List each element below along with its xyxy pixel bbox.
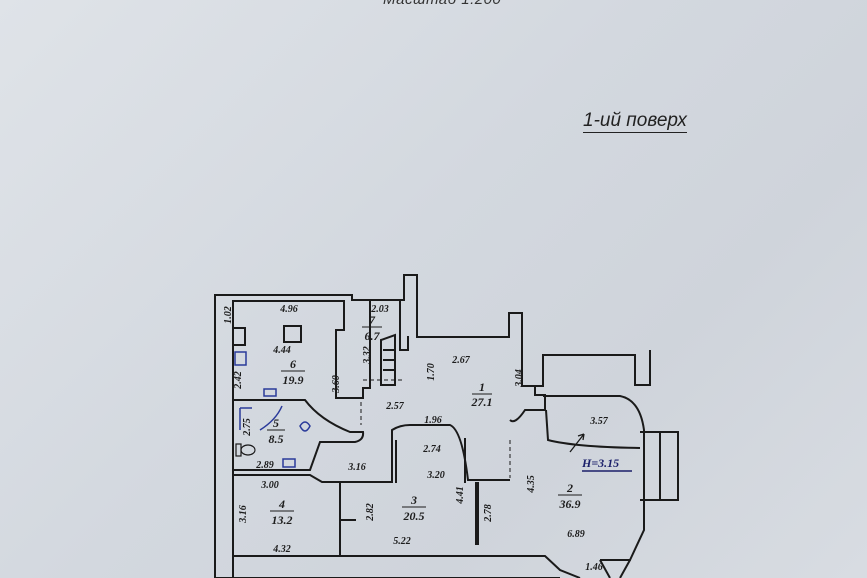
svg-text:7: 7: [369, 313, 376, 327]
svg-text:8.5: 8.5: [269, 432, 284, 446]
door-arrow-icon: [569, 433, 585, 453]
svg-text:19.9: 19.9: [283, 373, 304, 387]
walls: [214, 274, 679, 578]
room-2: 236.9: [558, 481, 582, 511]
svg-text:4.96: 4.96: [279, 304, 298, 315]
svg-text:4.41: 4.41: [455, 486, 466, 505]
svg-text:1: 1: [479, 380, 485, 394]
svg-text:3.60: 3.60: [331, 375, 342, 394]
svg-text:3.20: 3.20: [426, 470, 445, 481]
svg-text:2.42: 2.42: [233, 371, 244, 390]
dashed-openings: [360, 379, 511, 478]
svg-text:3.00: 3.00: [260, 480, 279, 491]
room-1: 127.1: [471, 380, 493, 409]
room-4: 413.2: [270, 497, 294, 527]
svg-text:1.02: 1.02: [223, 306, 234, 324]
svg-text:1.96: 1.96: [424, 415, 442, 426]
bath-icon: [239, 405, 283, 431]
svg-text:2.82: 2.82: [365, 503, 376, 522]
room-6: 619.9: [281, 357, 305, 387]
svg-text:3.32: 3.32: [362, 346, 373, 365]
svg-text:2.78: 2.78: [483, 504, 494, 523]
svg-text:3.16: 3.16: [238, 505, 249, 524]
room-5: 58.5: [267, 416, 285, 446]
ceiling-height: H=3.15: [581, 456, 619, 470]
dimension-labels: 1.02 4.96 2.03 4.44 3.32 2.42 3.60 1.70 …: [223, 304, 609, 573]
svg-text:2.67: 2.67: [451, 355, 471, 366]
svg-text:6.7: 6.7: [365, 329, 381, 343]
svg-text:20.5: 20.5: [403, 509, 425, 523]
svg-text:5: 5: [273, 416, 279, 430]
heater-icon: [234, 351, 247, 366]
svg-text:3.57: 3.57: [589, 416, 609, 427]
sink-icon: [263, 388, 277, 397]
svg-text:5.22: 5.22: [393, 536, 411, 547]
room-3: 320.5: [402, 493, 426, 523]
svg-text:3.04: 3.04: [514, 369, 525, 388]
svg-text:2: 2: [566, 481, 573, 495]
svg-text:6: 6: [290, 357, 296, 371]
svg-text:4.32: 4.32: [272, 544, 291, 555]
floor-title: 1-ий поверх: [583, 110, 687, 133]
toilet-icon: [235, 443, 256, 457]
svg-text:2.57: 2.57: [385, 401, 405, 412]
svg-text:1.46: 1.46: [585, 562, 603, 573]
svg-text:3: 3: [410, 493, 417, 507]
svg-text:1.70: 1.70: [426, 363, 437, 381]
room-7: 76.7: [362, 313, 382, 343]
svg-text:36.9: 36.9: [559, 497, 581, 511]
svg-text:4: 4: [278, 497, 285, 511]
svg-text:6.89: 6.89: [567, 529, 585, 540]
svg-text:2.74: 2.74: [422, 444, 441, 455]
svg-text:3.16: 3.16: [347, 462, 366, 473]
shower-icon: [299, 421, 311, 432]
fixtures: [234, 351, 311, 468]
svg-text:2.89: 2.89: [255, 460, 274, 471]
svg-text:2.75: 2.75: [242, 418, 253, 437]
svg-text:2.03: 2.03: [370, 304, 389, 315]
room-labels: 127.1 236.9 320.5 413.2 58.5 619.9 76.7: [267, 313, 582, 527]
svg-text:4.35: 4.35: [526, 475, 537, 494]
svg-text:27.1: 27.1: [471, 395, 493, 409]
svg-text:13.2: 13.2: [272, 513, 293, 527]
sink-icon-2: [282, 458, 296, 468]
scale-label: Масштаб 1:200: [383, 0, 501, 8]
svg-text:4.44: 4.44: [272, 345, 291, 356]
